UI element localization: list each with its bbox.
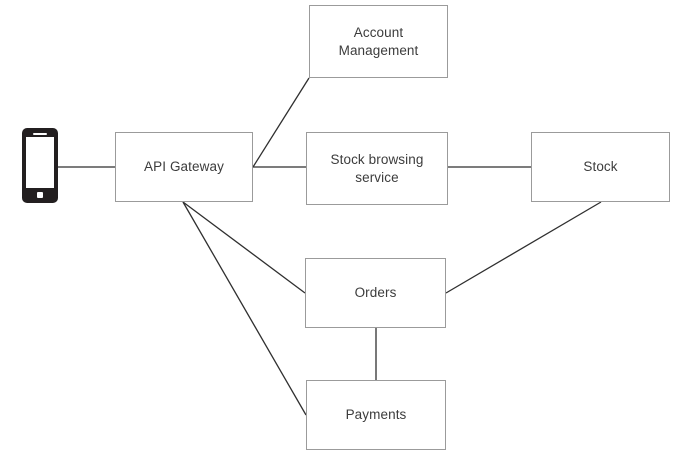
edge-api-gateway-to-payments [182, 201, 307, 416]
node-stock-browsing-service[interactable]: Stock browsing service [306, 132, 448, 205]
node-orders-label: Orders [354, 285, 397, 301]
node-account-management[interactable]: Account Management [309, 5, 448, 78]
phone-screen [26, 137, 54, 188]
node-orders[interactable]: Orders [305, 258, 446, 328]
phone-home-button-icon [37, 192, 43, 198]
node-payments[interactable]: Payments [306, 380, 446, 450]
node-stock-label: Stock [583, 159, 618, 175]
node-api-gateway[interactable]: API Gateway [115, 132, 253, 202]
edge-api-gateway-to-orders [182, 201, 306, 294]
edge-stock-to-orders [445, 201, 602, 294]
mobile-phone-icon [22, 128, 58, 203]
node-account-management-label: Account Management [338, 25, 419, 58]
phone-speaker-icon [33, 132, 47, 135]
node-stock-browsing-service-label: Stock browsing service [330, 152, 424, 185]
node-stock[interactable]: Stock [531, 132, 670, 202]
edge-api-gateway-to-account-management [252, 77, 310, 168]
node-api-gateway-label: API Gateway [144, 159, 224, 175]
node-payments-label: Payments [345, 407, 407, 423]
